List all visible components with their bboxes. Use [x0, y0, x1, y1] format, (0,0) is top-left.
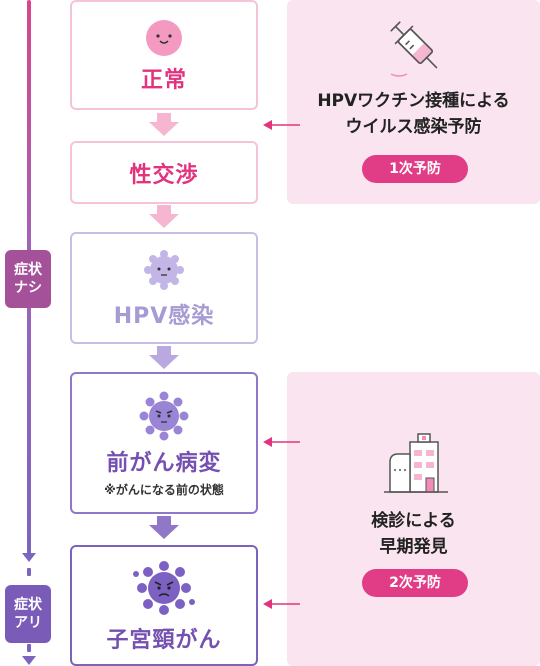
secondary-prevention-text: 早期発見 — [379, 537, 448, 557]
stage-label: 性交渉 — [129, 162, 199, 188]
smile-face-icon — [146, 20, 182, 56]
down-arrow-icon — [149, 205, 179, 228]
phase-badge-no-symptom: 症状 ナシ — [5, 250, 51, 308]
timeline-arrow-icon — [22, 656, 36, 665]
secondary-prevention-text: 検診による — [371, 511, 456, 531]
phase-badge-line: 症状 — [14, 597, 42, 613]
down-arrow-icon — [149, 113, 179, 136]
timeline-dash — [27, 568, 31, 576]
primary-prevention-text: ウイルス感染予防 — [345, 117, 482, 137]
stage-intercourse: 性交渉 — [70, 141, 258, 204]
stage-label: 正常 — [140, 68, 187, 93]
stage-label: 前がん病変 — [106, 450, 222, 476]
left-arrow-icon — [263, 120, 300, 130]
syringe-icon — [390, 21, 438, 77]
stage-hpv-infection: HPV感染 — [70, 232, 258, 344]
phase-badge-line: ナシ — [14, 280, 42, 296]
secondary-prevention-panel — [287, 372, 540, 666]
stage-label: HPV感染 — [113, 304, 215, 329]
stage-normal: 正常 — [70, 0, 258, 110]
down-arrow-icon — [149, 516, 179, 539]
stage-precancer: 前がん病変 ※がんになる前の状態 — [70, 372, 258, 514]
stage-cervical-cancer: 子宮頸がん — [70, 545, 258, 666]
virus-icon — [139, 391, 189, 440]
down-arrow-icon — [149, 346, 179, 369]
timeline-dash — [27, 644, 31, 652]
phase-badge-line: アリ — [14, 615, 42, 631]
timeline-arrow-icon — [22, 553, 36, 562]
virus-icon — [133, 560, 195, 615]
building-icon — [384, 433, 448, 493]
phase-badge-symptom: 症状 アリ — [5, 585, 51, 643]
secondary-prevention-badge: 2次予防 — [362, 569, 468, 597]
left-arrow-icon — [263, 437, 300, 447]
primary-prevention-text: HPVワクチン接種による — [317, 91, 510, 111]
stage-note: ※がんになる前の状態 — [104, 482, 224, 497]
left-arrow-icon — [263, 599, 300, 609]
primary-prevention-badge: 1次予防 — [362, 155, 468, 183]
virus-icon — [144, 250, 184, 290]
phase-badge-line: 症状 — [14, 262, 42, 278]
stage-label: 子宮頸がん — [106, 627, 222, 653]
